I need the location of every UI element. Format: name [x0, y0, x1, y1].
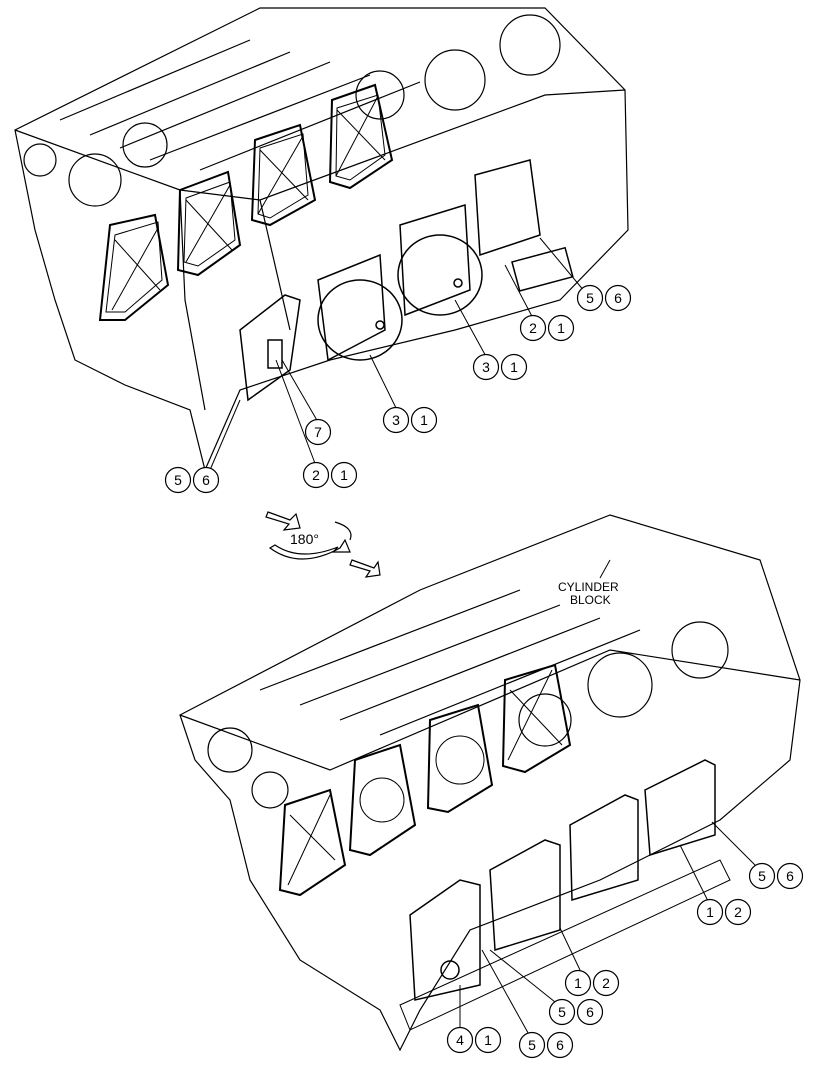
bottom-callout-circle	[776, 862, 804, 890]
top-callout-circle	[164, 466, 192, 494]
top-callout-number: 2	[312, 467, 320, 483]
bottom-callout-circle	[546, 1031, 574, 1059]
bottom-callout-circle	[592, 969, 620, 997]
top-callout-number: 1	[340, 467, 348, 483]
inspection-covers-top	[98, 83, 394, 321]
side-covers-bottom	[399, 759, 731, 1031]
bottom-callout-number: 6	[556, 1037, 564, 1053]
inspection-cover	[328, 83, 394, 190]
top-callout-circle	[330, 461, 358, 489]
bottom-callout-number: 4	[456, 1032, 464, 1048]
top-callout-circle	[472, 353, 500, 381]
top-callout-number: 1	[510, 359, 518, 375]
inspection-cover	[98, 213, 170, 321]
bottom-callout-number: 5	[758, 868, 766, 884]
bottom-callout-number: 1	[484, 1032, 492, 1048]
block-label-line1: CYLINDER	[558, 580, 619, 594]
bottom-callout-number: 6	[586, 1004, 594, 1020]
bottom-callout-circle	[748, 862, 776, 890]
engine-block-bottom	[179, 514, 801, 1052]
inspection-covers-bottom	[278, 663, 572, 897]
top-callout-number: 5	[586, 290, 594, 306]
top-callout-number: 2	[529, 320, 537, 336]
inspection-cover	[250, 123, 317, 227]
top-callout-number: 1	[557, 320, 565, 336]
inspection-cover	[426, 703, 494, 814]
top-callout-circle	[500, 353, 528, 381]
bottom-callout-circle	[548, 998, 576, 1026]
top-callout-circle	[302, 461, 330, 489]
top-callout-number: 6	[614, 290, 622, 306]
top-callout-circle	[410, 406, 438, 434]
rotation-indicator: 180°	[265, 511, 381, 578]
bottom-callout-number: 2	[602, 975, 610, 991]
top-callout-number: 6	[202, 472, 210, 488]
inspection-cover	[501, 663, 572, 774]
inspection-cover	[278, 788, 347, 897]
bottom-callout-circle	[474, 1026, 502, 1054]
rotation-label: 180°	[290, 531, 319, 547]
bottom-callout-number: 5	[558, 1004, 566, 1020]
block-label-line2: BLOCK	[570, 593, 611, 607]
bottom-callout-circle	[576, 998, 604, 1026]
bottom-callout-circle	[446, 1026, 474, 1054]
top-callout-circle	[576, 284, 604, 312]
top-callout-number: 7	[314, 424, 322, 440]
top-callout-circle	[604, 284, 632, 312]
bottom-callout-circle	[696, 898, 724, 926]
top-callout-circle	[519, 314, 547, 342]
block-label: CYLINDER BLOCK	[558, 559, 619, 607]
leaders-bottom	[459, 821, 761, 1041]
top-callout-circle	[304, 418, 332, 446]
top-callout-number: 1	[420, 412, 428, 428]
top-callout-circle	[547, 314, 575, 342]
bottom-callout-circle	[724, 898, 752, 926]
bottom-callout-number: 2	[734, 904, 742, 920]
inspection-cover	[348, 743, 417, 857]
bottom-callout-number: 5	[528, 1037, 536, 1053]
bottom-callout-number: 1	[706, 904, 714, 920]
inspection-cover	[176, 170, 242, 277]
top-callout-number: 3	[482, 359, 490, 375]
bottom-callout-circle	[518, 1031, 546, 1059]
bottom-callout-number: 6	[786, 868, 794, 884]
engine-block-top	[14, 7, 629, 472]
top-callout-circle	[192, 466, 220, 494]
bottom-callout-number: 1	[574, 975, 582, 991]
top-callout-number: 5	[174, 472, 182, 488]
side-covers-top	[239, 159, 574, 402]
top-callout-number: 3	[392, 412, 400, 428]
bottom-callout-circle	[564, 969, 592, 997]
leaders-top	[209, 237, 591, 471]
top-callout-circle	[382, 406, 410, 434]
